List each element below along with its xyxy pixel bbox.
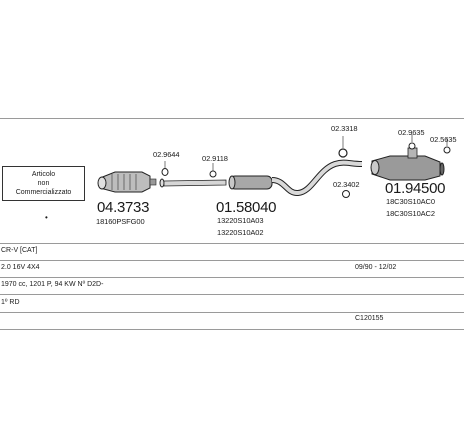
oem-rear-muffler-1: 18C30S10AC0 xyxy=(386,197,435,206)
intermediate-pipe[interactable] xyxy=(271,159,363,196)
clamp-02-5635[interactable] xyxy=(443,138,451,154)
label-clamp-02-9118[interactable]: 02.9118 xyxy=(202,154,228,163)
clamp-02-9118[interactable] xyxy=(209,163,217,178)
label-hanger-02-3318[interactable]: 02.3318 xyxy=(331,124,358,133)
row-divider-6 xyxy=(0,329,464,330)
notice-line-3: Commercializzato xyxy=(15,189,72,196)
part-number-rear-muffler[interactable]: 01.94500 xyxy=(385,180,446,197)
notice-line-1: Articolo xyxy=(31,171,56,178)
label-clamp-02-9644[interactable]: 02.9644 xyxy=(153,150,180,159)
center-resonator[interactable] xyxy=(228,175,273,190)
label-clamp-02-5635[interactable]: 02.5635 xyxy=(430,135,457,144)
not-sold-notice: Articolo non Commercializzato xyxy=(2,166,85,201)
row-divider-1 xyxy=(0,243,464,244)
vehicle-model: CR-V [CAT] xyxy=(1,247,38,254)
vehicle-dates: 09/90 - 12/02 xyxy=(355,264,397,271)
clamp-02-9644[interactable] xyxy=(161,161,169,176)
vehicle-region: 1º RD xyxy=(1,299,20,306)
row-divider-5 xyxy=(0,312,464,313)
row-divider-2 xyxy=(0,260,464,261)
hanger-02-3318[interactable] xyxy=(338,136,348,158)
vehicle-spec: 1970 cc, 1201 P, 94 KW Nº D2D- xyxy=(1,281,104,288)
clamp-02-9635[interactable] xyxy=(408,134,416,150)
oem-center-pipe-1: 13220S10A03 xyxy=(217,216,264,225)
notice-bullet: • xyxy=(45,213,48,222)
part-number-catalytic[interactable]: 04.3733 xyxy=(97,199,150,216)
gasket-02-3402[interactable] xyxy=(342,190,350,198)
label-gasket-02-3402[interactable]: 02.3402 xyxy=(333,180,360,189)
catalytic-converter[interactable] xyxy=(97,171,157,193)
catalog-code: C120155 xyxy=(355,315,384,322)
vehicle-engine: 2.0 16V 4X4 xyxy=(1,264,40,271)
notice-line-2: non xyxy=(37,180,50,187)
rear-muffler[interactable] xyxy=(370,147,445,181)
label-clamp-02-9635[interactable]: 02.9635 xyxy=(398,128,425,137)
front-pipe-section[interactable] xyxy=(159,178,227,188)
oem-catalytic: 18160PSFG00 xyxy=(96,217,145,226)
row-divider-4 xyxy=(0,294,464,295)
oem-rear-muffler-2: 18C30S10AC2 xyxy=(386,209,435,218)
oem-center-pipe-2: 13220S10A02 xyxy=(217,228,264,237)
row-divider-3 xyxy=(0,277,464,278)
exhaust-diagram xyxy=(97,134,451,198)
top-divider xyxy=(0,118,464,119)
part-number-center-pipe[interactable]: 01.58040 xyxy=(216,199,277,216)
